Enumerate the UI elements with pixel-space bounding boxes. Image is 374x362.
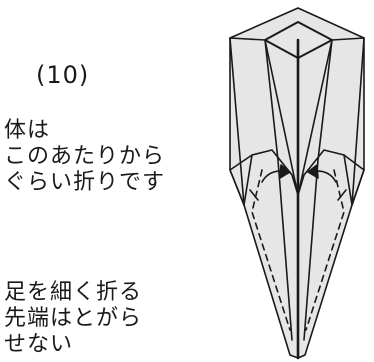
right-junction-mark [337, 189, 347, 201]
left-fold-arrowhead [279, 164, 291, 179]
left-inner-crease [264, 39, 293, 341]
body-fold-note-line-1: 体は [4, 118, 51, 143]
body-fold-note: 体は このあたりから ぐらい折りです [4, 118, 165, 196]
left-junction-mark [249, 189, 259, 201]
leg-fold-note-line-3: せない [4, 332, 74, 357]
body-fold-note-line-3: ぐらい折りです [4, 170, 166, 195]
left-diagonal-fold [264, 39, 299, 196]
leg-fold-note-line-2: 先端はとがら [4, 306, 143, 331]
top-edge-fold-line [229, 37, 365, 41]
step-number: (10) [36, 61, 90, 89]
left-flap-edge [229, 154, 253, 206]
leg-fold-note: 足を細く折る 先端はとがら せない [4, 280, 142, 358]
right-side-flap [297, 149, 353, 206]
left-leg-valley-fold [251, 169, 291, 331]
left-side-flap [243, 149, 299, 206]
right-flap-edge [343, 154, 365, 206]
right-fold-arrowhead [307, 164, 319, 179]
right-leg-valley-fold [305, 169, 345, 331]
left-outer-crease [229, 37, 245, 206]
right-diagonal-fold [297, 39, 333, 196]
body-fold-note-line-2: このあたりから [4, 144, 166, 169]
right-outer-crease [351, 37, 365, 206]
leg-fold-note-line-1: 足を細く折る [4, 280, 143, 305]
right-inner-crease [303, 39, 333, 341]
